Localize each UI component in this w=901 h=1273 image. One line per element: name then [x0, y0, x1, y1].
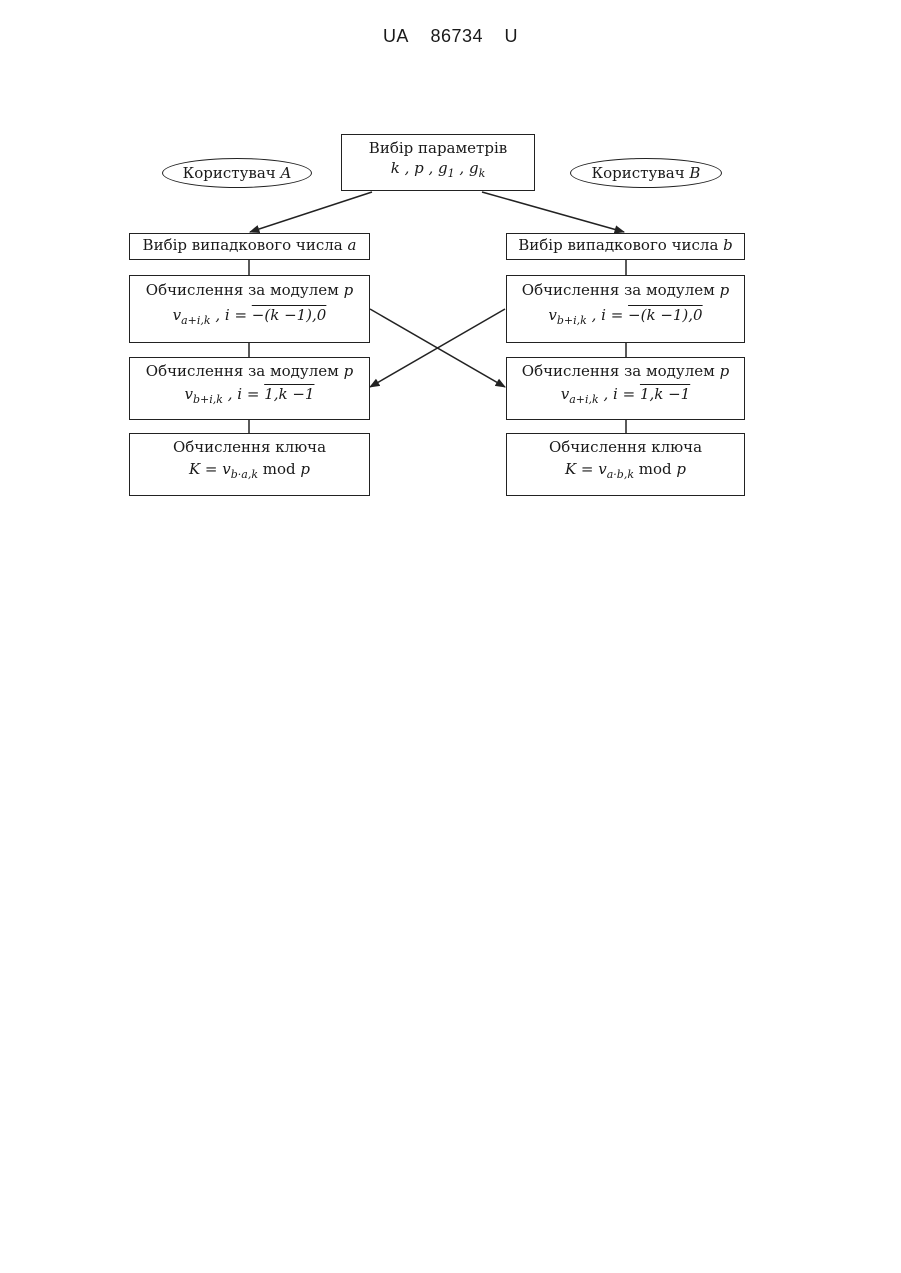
right-calc2-title: Обчислення за модулем p [507, 363, 744, 380]
left-calc1-box: Обчислення за модулем p va+i,k , i = −(k… [129, 275, 370, 343]
left-key-box: Обчислення ключа K = vb·a,k mod p [129, 433, 370, 496]
user-a-label: Користувач [183, 164, 276, 182]
right-key-title: Обчислення ключа [507, 439, 744, 456]
arrow-top-to-left [250, 192, 372, 232]
user-b-label: Користувач [592, 164, 685, 182]
parameters-formula: k , p , g1 , gk [342, 160, 534, 181]
right-random-var: b [723, 236, 733, 254]
right-calc1-box: Обчислення за модулем p vb+i,k , i = −(k… [506, 275, 745, 343]
right-key-formula: K = va·b,k mod p [507, 461, 744, 482]
left-calc2-title: Обчислення за модулем p [130, 363, 369, 380]
right-random-box: Вибір випадкового числа b [506, 233, 745, 260]
user-b-var: B [689, 164, 700, 182]
right-calc2-box: Обчислення за модулем p va+i,k , i = 1,k… [506, 357, 745, 420]
user-b-ellipse: Користувач B [570, 158, 722, 188]
left-key-formula: K = vb·a,k mod p [130, 461, 369, 482]
right-calc1-title: Обчислення за модулем p [507, 282, 744, 299]
arrow-top-to-right [482, 192, 624, 232]
left-calc1-formula: va+i,k , i = −(k −1),0 [130, 307, 369, 328]
right-random-label: Вибір випадкового числа [518, 236, 718, 254]
left-random-var: a [348, 236, 357, 254]
left-key-title: Обчислення ключа [130, 439, 369, 456]
right-calc2-formula: va+i,k , i = 1,k −1 [507, 386, 744, 407]
left-random-label: Вибір випадкового числа [143, 236, 343, 254]
parameters-box: Вибір параметрів k , p , g1 , gk [341, 134, 535, 191]
left-calc2-formula: vb+i,k , i = 1,k −1 [130, 386, 369, 407]
user-a-var: A [281, 164, 292, 182]
right-calc1-formula: vb+i,k , i = −(k −1),0 [507, 307, 744, 328]
user-a-ellipse: Користувач A [162, 158, 312, 188]
left-calc2-box: Обчислення за модулем p vb+i,k , i = 1,k… [129, 357, 370, 420]
left-random-box: Вибір випадкового числа a [129, 233, 370, 260]
parameters-title: Вибір параметрів [342, 140, 534, 157]
right-key-box: Обчислення ключа K = va·b,k mod p [506, 433, 745, 496]
left-calc1-title: Обчислення за модулем p [130, 282, 369, 299]
